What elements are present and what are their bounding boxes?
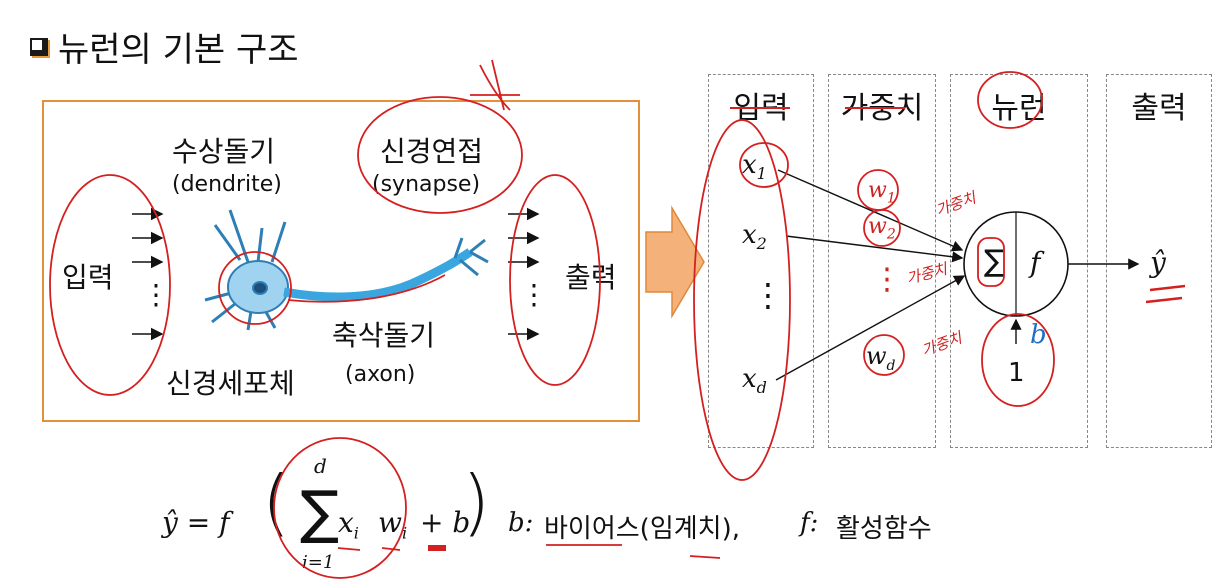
bias-desc: 바이어스(임계치), [544, 514, 740, 544]
formula-term-w: wi [378, 506, 408, 543]
edge-x2 [785, 235, 964, 263]
act-desc-symbol: f: [800, 508, 819, 538]
input-dots-perceptron: ⋮ [752, 276, 784, 314]
input-label: 입력 [62, 261, 114, 294]
formula-term-x: xi [338, 506, 359, 543]
act-desc: 활성함수 [836, 514, 932, 544]
title-bullet-icon [30, 37, 48, 56]
bias-mark [428, 545, 446, 551]
sum-symbol: ∑ [984, 244, 1005, 279]
transition-arrow [645, 205, 705, 319]
formula-sum-upper: d [314, 454, 327, 478]
neuron-column: 뉴런 [950, 74, 1088, 448]
weight-dots: ⋮ [872, 262, 902, 297]
input-arrows [132, 207, 164, 341]
input-x1: x1 [742, 150, 767, 184]
input-dots: ⋮ [142, 278, 170, 311]
formula-sum-lower: i=1 [302, 552, 335, 573]
dendrite-label: 수상돌기 [172, 135, 276, 168]
edge-xd [775, 275, 966, 381]
weight-w1: w1 [868, 178, 896, 207]
axon-en-label: (axon) [345, 362, 416, 387]
neuron-annotations [49, 59, 601, 396]
formula-plus-b: + b [420, 506, 471, 539]
neuron-cell [204, 209, 489, 331]
formula-sum: ∑ [300, 478, 340, 546]
output-column-header: 출력 [1131, 91, 1187, 126]
axon-label: 축삭돌기 [332, 319, 436, 352]
output-yhat: ŷ [1150, 246, 1166, 279]
activation-symbol: f [1030, 246, 1041, 279]
weight-wd: wd [866, 342, 896, 374]
input-x2: x2 [742, 220, 767, 254]
bias-desc-symbol: b: [508, 508, 534, 538]
perceptron-annotations [693, 71, 1186, 481]
bias-input-one: 1 [1008, 358, 1025, 388]
output-label: 출력 [565, 261, 617, 294]
output-dots: ⋮ [520, 278, 548, 311]
dendrite-en-label: (dendrite) [172, 172, 282, 197]
input-xd: xd [742, 364, 767, 398]
title-text: 뉴런의 기본 구조 [58, 30, 299, 70]
synapse-en-label: (synapse) [372, 172, 481, 197]
edge-x1 [777, 169, 964, 252]
synapse-label: 신경연접 [380, 135, 484, 168]
weight-w2: w2 [868, 214, 896, 243]
slide-title: 뉴런의 기본 구조 [30, 22, 299, 71]
formula-close-paren: ) [462, 460, 491, 544]
soma-label: 신경세포체 [166, 367, 295, 400]
formula-open-paren: ( [262, 460, 291, 544]
output-column: 출력 [1106, 74, 1212, 448]
formula-lhs: ŷ = f [162, 506, 230, 539]
neuron-column-header: 뉴런 [991, 91, 1047, 126]
neuron-figure-frame [42, 100, 640, 422]
